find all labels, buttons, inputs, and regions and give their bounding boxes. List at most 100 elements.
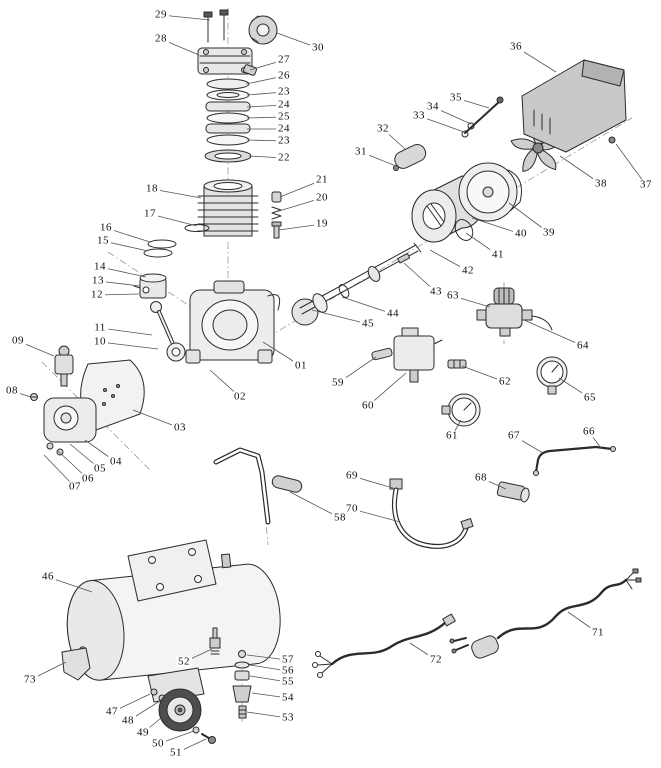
leader-line-73 [29, 661, 67, 681]
leader-line-69 [351, 475, 394, 489]
pressure-gauge-65 [536, 356, 568, 395]
leader-line-08 [11, 390, 32, 398]
tank-bracket [127, 539, 217, 602]
leader-line-72 [409, 642, 437, 661]
leader-line-23 [246, 91, 285, 96]
check-valve [496, 481, 530, 503]
leader-line-18 [151, 188, 202, 199]
breather-cap [248, 15, 278, 45]
leader-line-32 [382, 128, 406, 150]
leader-line-63 [452, 295, 491, 308]
leader-line-26 [245, 75, 285, 85]
leader-line-64 [523, 319, 584, 347]
leader-line-10 [99, 341, 159, 350]
rotor-endbell [458, 162, 522, 222]
leader-line-42 [429, 249, 469, 272]
leader-line-21 [279, 179, 323, 198]
leader-line-15 [102, 240, 149, 252]
capacitor [393, 143, 427, 171]
pressure-gauge-61 [441, 393, 481, 427]
leader-line-56 [249, 664, 289, 672]
leader-line-14 [99, 266, 147, 278]
leader-line-70 [351, 508, 401, 523]
leader-line-31 [360, 151, 397, 167]
leader-line-12 [96, 293, 140, 296]
leader-line-27 [249, 59, 285, 71]
leader-line-02 [209, 369, 241, 398]
wheel [158, 688, 216, 744]
leader-line-40 [471, 217, 522, 235]
handle [213, 447, 303, 525]
wire-harness [312, 613, 456, 678]
crankcase [185, 280, 281, 364]
leader-line-51 [175, 738, 207, 754]
leader-line-30 [276, 32, 319, 49]
leader-line-13 [97, 280, 141, 287]
connecting-rod [150, 301, 186, 362]
leader-line-67 [513, 435, 544, 454]
piston [133, 273, 167, 299]
leader-line-37 [615, 143, 647, 186]
leader-line-43 [403, 262, 437, 293]
leader-line-20 [278, 197, 323, 212]
leader-line-38 [559, 155, 602, 185]
rubber-foot [61, 647, 91, 681]
leader-line-55 [249, 675, 289, 683]
fitting-62 [447, 359, 467, 369]
leader-line-28 [160, 38, 200, 56]
leader-line-48 [127, 700, 161, 722]
leader-line-53 [246, 711, 289, 719]
leader-line-06 [56, 449, 89, 480]
discharge-hose [389, 478, 474, 549]
leader-line-17 [149, 213, 198, 227]
leader-line-33 [418, 115, 465, 133]
leader-line-59 [337, 356, 377, 384]
cylinder [197, 179, 259, 237]
leader-line-36 [515, 46, 557, 73]
leader-line-24 [246, 104, 285, 108]
motor-bolts [461, 96, 504, 138]
air-filter [54, 345, 74, 387]
leader-line-35 [455, 97, 490, 109]
pump-cover-assembly [30, 393, 97, 456]
leader-line-09 [17, 340, 55, 357]
crankshaft [291, 242, 422, 326]
leader-line-60 [367, 372, 407, 407]
leader-line-29 [160, 14, 211, 21]
leader-line-66 [588, 431, 602, 449]
leader-line-62 [461, 365, 506, 383]
leader-line-16 [105, 227, 151, 243]
outlet-tube [533, 445, 616, 476]
head-bolts [203, 9, 229, 43]
leader-line-45 [311, 309, 369, 325]
leader-line-23 [246, 139, 285, 142]
valve-small-parts [271, 191, 282, 239]
leader-line-50 [157, 730, 195, 745]
leader-line-03 [132, 409, 181, 429]
bearing-ring [454, 219, 474, 241]
leader-line-41 [465, 232, 499, 256]
leader-line-47 [111, 693, 151, 713]
leader-line-07 [43, 454, 76, 488]
leader-line-19 [278, 223, 323, 231]
leader-line-25 [246, 116, 285, 119]
leader-line-44 [341, 296, 394, 315]
shroud [80, 359, 145, 431]
cylinder-head [197, 47, 253, 75]
leader-line-39 [508, 202, 550, 234]
leader-line-58 [289, 491, 341, 519]
valve-plate-stack [204, 78, 252, 163]
leader-line-54 [251, 692, 289, 699]
motor-cover [521, 59, 627, 153]
leader-line-71 [567, 611, 599, 634]
piston-rings [143, 224, 210, 258]
regulator [476, 287, 553, 337]
leader-line-22 [248, 155, 285, 159]
leader-line-11 [99, 327, 153, 336]
pressure-switch [371, 327, 443, 383]
power-cord [449, 568, 642, 659]
leader-line-34 [432, 106, 472, 125]
drain-assembly [209, 627, 252, 719]
